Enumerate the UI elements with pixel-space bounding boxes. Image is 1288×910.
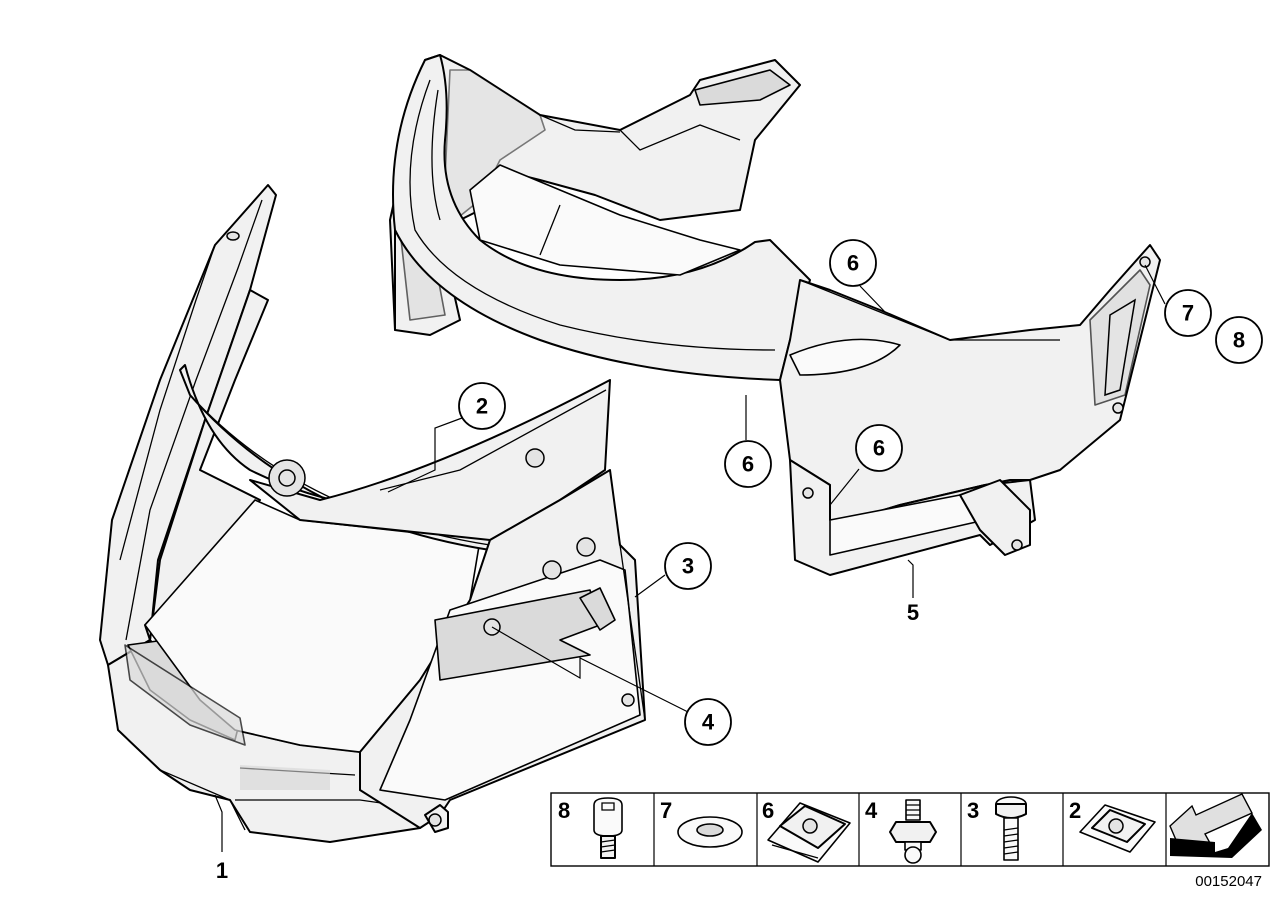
leader-lines	[214, 264, 1166, 852]
callout-8: 8	[1215, 316, 1263, 364]
svg-text:7: 7	[1182, 301, 1194, 326]
callout-3: 3	[664, 542, 712, 590]
socket-head-screw-icon	[593, 797, 623, 859]
svg-text:6: 6	[847, 251, 859, 276]
legend-item-4: 4	[865, 798, 937, 864]
hex-bolt-icon	[995, 796, 1027, 861]
part-label-1: 1	[216, 858, 228, 883]
direction-arrow-icon	[1169, 793, 1262, 858]
svg-text:8: 8	[1233, 328, 1245, 353]
spring-nut-icon	[767, 802, 851, 863]
svg-text:6: 6	[762, 798, 774, 823]
svg-text:2: 2	[476, 394, 488, 419]
svg-text:3: 3	[682, 554, 694, 579]
svg-text:3: 3	[967, 798, 979, 823]
legend-item-6: 6	[762, 798, 851, 863]
legend-item-3: 3	[967, 796, 1027, 861]
callout-4: 4	[684, 698, 732, 746]
hardware-legend: 8 7 6	[550, 792, 1270, 867]
callout-2: 2	[458, 382, 506, 430]
front-fairing-part	[99, 184, 646, 843]
document-number: 00152047	[1195, 873, 1262, 890]
svg-text:7: 7	[660, 798, 672, 823]
svg-text:4: 4	[865, 798, 878, 823]
callout-6-middle: 6	[855, 424, 903, 472]
callout-7: 7	[1164, 289, 1212, 337]
svg-text:4: 4	[702, 710, 715, 735]
washer-icon	[677, 816, 743, 848]
svg-text:8: 8	[558, 798, 570, 823]
legend-item-7: 7	[660, 798, 743, 848]
svg-text:2: 2	[1069, 798, 1081, 823]
clip-nut-icon	[1079, 804, 1156, 853]
inner-trim-carrier-part	[389, 54, 1161, 576]
legend-item-8: 8	[558, 797, 623, 859]
part-label-5: 5	[907, 600, 919, 625]
callout-6-top: 6	[829, 239, 877, 287]
svg-text:6: 6	[873, 436, 885, 461]
ball-stud-icon	[889, 799, 937, 864]
svg-text:6: 6	[742, 452, 754, 477]
callout-6-lower: 6	[724, 440, 772, 488]
legend-item-2: 2	[1069, 798, 1156, 853]
